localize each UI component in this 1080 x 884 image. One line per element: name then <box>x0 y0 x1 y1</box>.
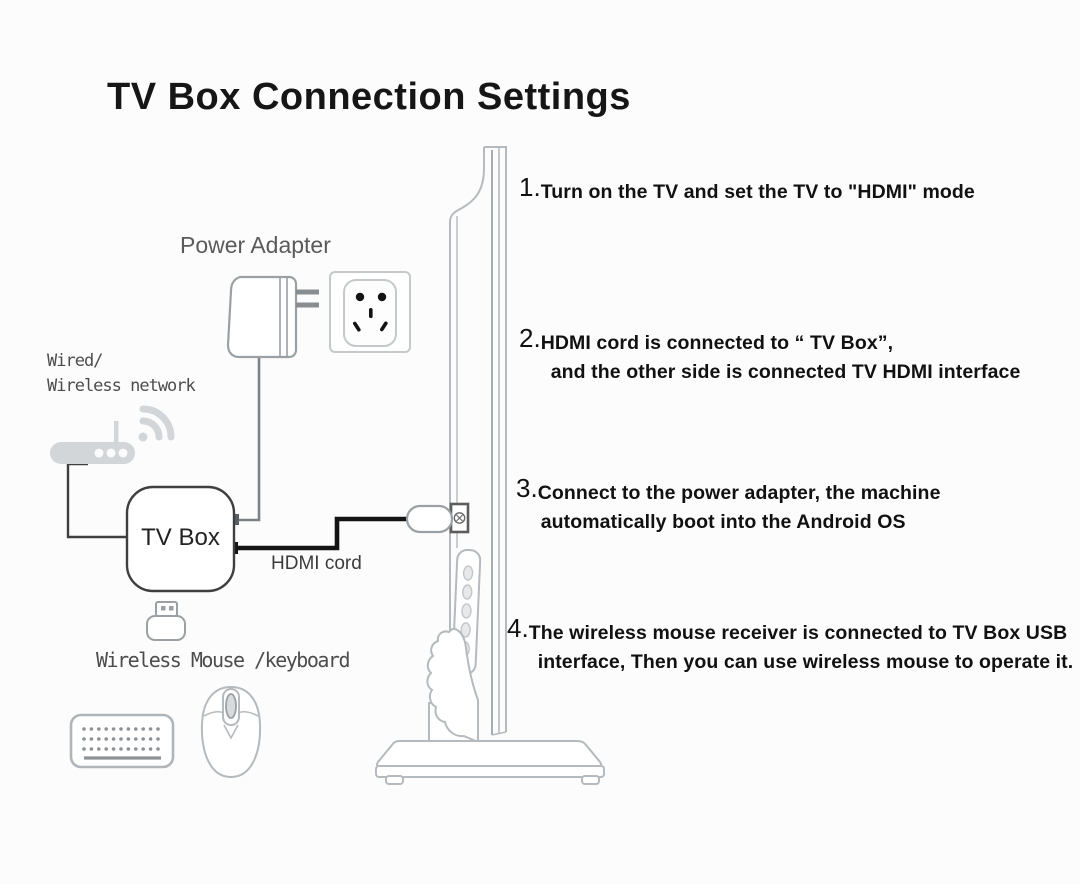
mouse-keyboard-label: Wireless Mouse /keyboard <box>96 648 350 672</box>
wifi-signal-icon <box>138 405 175 442</box>
step-text-line2: interface, Then you can use wireless mou… <box>537 651 1074 674</box>
tv-side-view-illustration <box>375 146 605 785</box>
tv-stand <box>375 627 605 785</box>
step-number: 4. <box>507 613 529 643</box>
network-label: Wired/ Wireless network <box>47 349 196 398</box>
step-4: 4. The wireless mouse receiver is connec… <box>507 613 1074 678</box>
keyboard-keys <box>82 727 160 751</box>
hdmi-port <box>449 502 470 534</box>
power-cord <box>236 357 261 522</box>
step-3: 3. Connect to the power adapter, the mac… <box>516 473 941 538</box>
step-1: 1. Turn on the TV and set the TV to "HDM… <box>519 172 975 207</box>
tv-box-illustration <box>125 485 236 593</box>
network-label-line1: Wired/ <box>47 351 103 371</box>
step-text-line1: The wireless mouse receiver is connected… <box>528 622 1068 644</box>
step-text-line1: HDMI cord is connected to “ TV Box”, <box>540 332 894 354</box>
mouse-illustration <box>200 685 262 779</box>
network-cable <box>66 462 127 539</box>
network-label-line2: Wireless network <box>47 375 196 396</box>
keyboard-illustration <box>69 713 175 769</box>
step-number: 3. <box>516 473 538 503</box>
step-text-line2: and the other side is connected TV HDMI … <box>550 361 1021 384</box>
usb-dongle-icon <box>146 601 186 641</box>
step-number: 2. <box>519 323 541 353</box>
hdmi-cord-label: HDMI cord <box>271 553 362 574</box>
power-adapter-label: Power Adapter <box>180 232 331 258</box>
router-illustration <box>50 405 175 464</box>
hdmi-cable <box>228 504 454 554</box>
step-text-line1: Turn on the TV and set the TV to "HDMI" … <box>540 181 975 203</box>
step-text-line1: Connect to the power adapter, the machin… <box>537 482 941 504</box>
step-text-line2: automatically boot into the Android OS <box>540 511 906 534</box>
wall-socket-illustration <box>329 271 411 353</box>
tv-box-label: TV Box <box>141 524 220 551</box>
hdmi-plug <box>405 504 454 534</box>
page-title: TV Box Connection Settings <box>107 76 631 118</box>
power-adapter-illustration <box>226 275 319 359</box>
step-number: 1. <box>519 172 541 202</box>
step-2: 2. HDMI cord is connected to “ TV Box”, … <box>519 323 1021 388</box>
